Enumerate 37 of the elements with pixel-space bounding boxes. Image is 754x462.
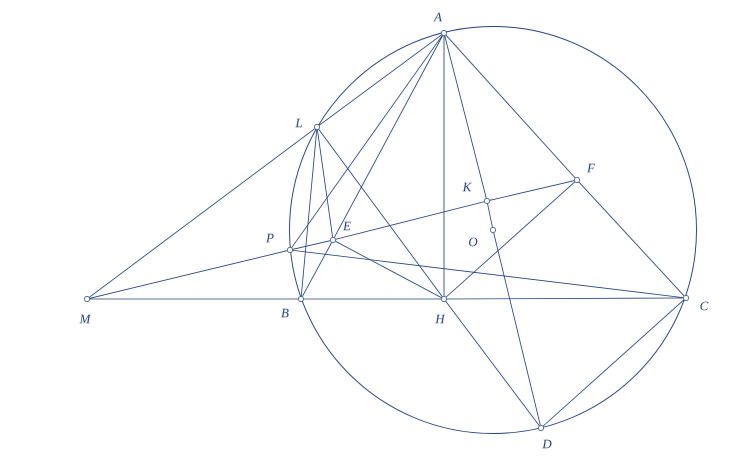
point-label: L	[295, 118, 302, 128]
line-segment	[302, 242, 332, 297]
line-segment	[292, 240, 330, 250]
point-label: A	[433, 12, 442, 22]
line-segment	[542, 300, 684, 426]
point-label: P	[266, 234, 274, 242]
line-segment	[490, 180, 574, 201]
line-segment	[446, 182, 576, 298]
line-segment	[304, 298, 442, 300]
line-segment	[446, 34, 576, 178]
point-label: M	[80, 314, 91, 324]
line-segment	[493, 232, 541, 426]
point-label: O	[469, 238, 478, 246]
line-segment	[292, 250, 684, 298]
point-label: C	[700, 302, 708, 310]
line-segment	[335, 241, 442, 298]
line-segment	[90, 298, 298, 300]
line-segment	[487, 204, 493, 228]
line-segment	[291, 35, 443, 248]
point-label: K	[462, 182, 472, 192]
point-label: D	[542, 440, 552, 448]
point-label: B	[281, 308, 289, 318]
line-segment	[89, 128, 316, 298]
point-label: F	[587, 164, 596, 172]
line-segment	[318, 129, 443, 297]
line-segment	[334, 35, 443, 238]
line-segment	[317, 130, 333, 238]
line-segment	[90, 250, 288, 299]
line-segment	[335, 201, 485, 240]
line-segment	[578, 182, 684, 296]
point-label: H	[435, 314, 446, 324]
line-segment	[445, 300, 540, 426]
line-segment	[446, 298, 684, 300]
line-segment	[300, 130, 318, 296]
line-segment	[319, 34, 442, 126]
point-label: E	[342, 222, 351, 230]
line-segment	[444, 35, 487, 198]
